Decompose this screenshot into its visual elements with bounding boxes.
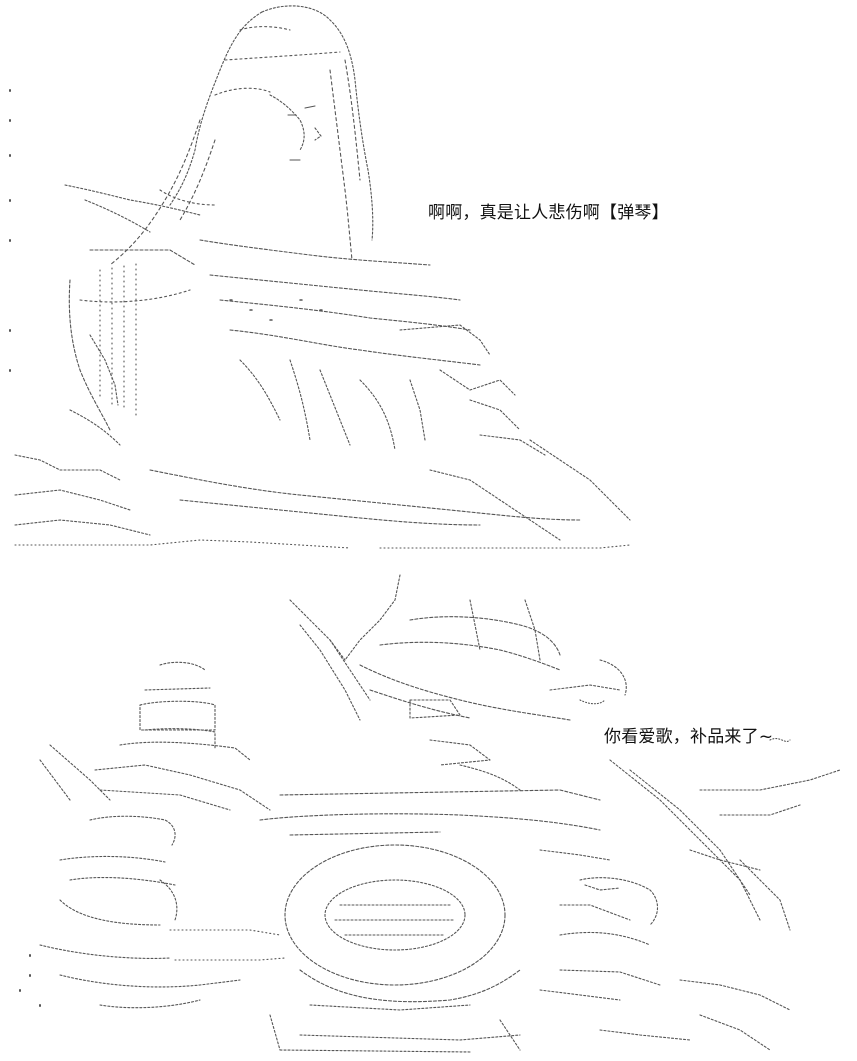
caption-food-scene: 你看爱歌，补品来了~ [604, 727, 774, 747]
caption-harp-scene: 啊啊，真是让人悲伤啊【弹琴】 [428, 203, 669, 223]
